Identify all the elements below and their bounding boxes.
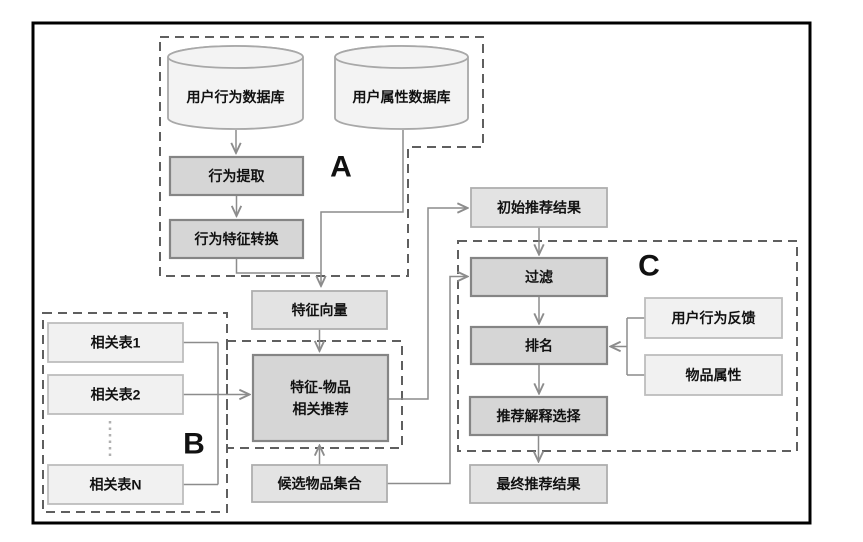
node-label: 相关表N — [89, 477, 141, 493]
node-label: 相关表2 — [91, 387, 141, 403]
node-user-attribute-db: 用户属性数据库 — [334, 45, 469, 130]
node-related-table-2: 相关表2 — [47, 374, 184, 415]
node-label: 初始推荐结果 — [497, 200, 582, 216]
node-label-line2: 相关推荐 — [293, 401, 349, 417]
node-related-table-n: 相关表N — [47, 464, 184, 505]
node-behavior-feature-conversion: 行为特征转换 — [168, 218, 305, 260]
node-user-behavior-feedback: 用户行为反馈 — [644, 297, 783, 339]
node-recommendation-explanation-selection: 推荐解释选择 — [468, 395, 609, 437]
node-initial-recommendation-results: 初始推荐结果 — [470, 187, 608, 228]
node-label: 候选物品集合 — [278, 476, 363, 492]
node-behavior-extraction: 行为提取 — [168, 155, 305, 197]
node-ranking: 排名 — [469, 325, 609, 366]
node-label-line1: 特征-物品 — [290, 379, 351, 395]
section-b-label: B — [183, 428, 205, 461]
node-box — [468, 395, 609, 437]
node-box — [47, 374, 184, 415]
node-box — [47, 464, 184, 505]
node-feature-item-recommendation: 特征-物品 相关推荐 — [251, 353, 390, 443]
node-box — [469, 464, 608, 504]
node-label: 排名 — [525, 338, 553, 354]
node-label: 行为特征转换 — [194, 231, 280, 247]
node-box — [168, 155, 305, 197]
node-related-table-1: 相关表1 — [47, 322, 184, 363]
section-a-label: A — [330, 151, 352, 184]
node-label: 最终推荐结果 — [497, 476, 582, 492]
node-box — [251, 353, 390, 443]
connector-featureitem-to-initialresults — [388, 208, 468, 400]
section-c-label: C — [638, 250, 660, 283]
connector-candidates-to-filter — [387, 277, 468, 485]
node-label: 物品属性 — [686, 367, 742, 383]
node-box — [251, 290, 388, 330]
node-box — [47, 322, 184, 363]
section-a-dashed-border — [159, 36, 484, 277]
node-label: 过滤 — [525, 269, 553, 285]
connector-conversion-to-junction — [235, 258, 321, 274]
section-b-dashed-border — [42, 312, 228, 513]
node-feature-vector: 特征向量 — [251, 290, 388, 330]
connector-attributedb-to-featurevector — [321, 130, 404, 286]
node-box — [644, 354, 783, 396]
node-item-attributes: 物品属性 — [644, 354, 783, 396]
node-box — [644, 297, 783, 339]
cylinder-top — [167, 45, 304, 69]
section-c-dashed-border — [457, 240, 798, 452]
node-user-behavior-db: 用户行为数据库 — [167, 45, 304, 130]
node-label: 用户行为反馈 — [672, 310, 756, 326]
node-box — [470, 187, 608, 228]
node-label: 行为提取 — [208, 168, 266, 184]
node-candidate-item-set: 候选物品集合 — [251, 464, 388, 503]
node-box — [251, 464, 388, 503]
node-box — [469, 325, 609, 366]
cylinder-top — [334, 45, 469, 69]
node-label: 用户属性数据库 — [353, 89, 451, 105]
node-label: 相关表1 — [91, 335, 141, 351]
node-label: 用户行为数据库 — [187, 89, 285, 105]
node-filter: 过滤 — [469, 256, 609, 298]
node-label: 推荐解释选择 — [497, 408, 582, 424]
node-final-recommendation-results: 最终推荐结果 — [469, 464, 608, 504]
node-box — [469, 256, 609, 298]
node-box — [168, 218, 305, 260]
node-label: 特征向量 — [292, 302, 348, 318]
